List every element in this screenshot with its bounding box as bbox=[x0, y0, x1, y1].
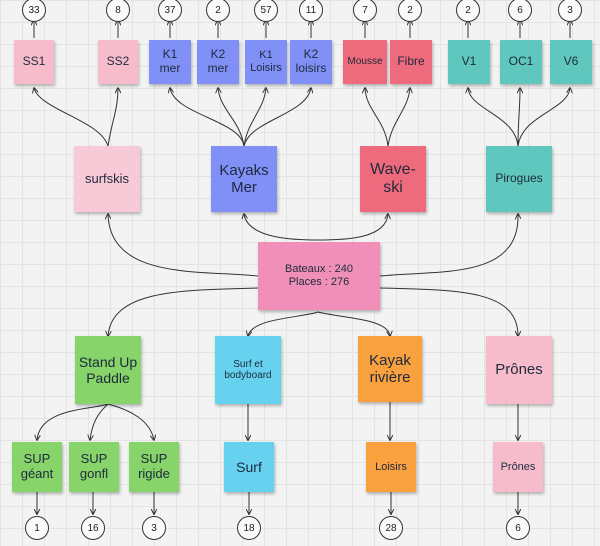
category-kayaks-mer[interactable]: Kayaks Mer bbox=[211, 146, 277, 212]
summary-note[interactable]: Bateaux : 240 Places : 276 bbox=[258, 242, 380, 310]
count-k1-loisirs: 57 bbox=[254, 0, 278, 22]
category-sup[interactable]: Stand Up Paddle bbox=[75, 336, 141, 404]
count-surf: 18 bbox=[237, 516, 261, 540]
note-oc1[interactable]: OC1 bbox=[500, 40, 542, 84]
category-pirogues[interactable]: Pirogues bbox=[486, 146, 552, 212]
count-sup-geant: 1 bbox=[25, 516, 49, 540]
category-waveski[interactable]: Wave-ski bbox=[360, 146, 426, 212]
note-sup-gonfl[interactable]: SUP gonfl bbox=[69, 442, 119, 492]
count-loisirs: 28 bbox=[379, 516, 403, 540]
note-k2-loisirs[interactable]: K2 loisirs bbox=[290, 40, 332, 84]
count-ss1: 33 bbox=[22, 0, 46, 22]
category-surfskis[interactable]: surfskis bbox=[74, 146, 140, 212]
category-surf-bodyboard[interactable]: Surf et bodyboard bbox=[215, 336, 281, 404]
note-mousse[interactable]: Mousse bbox=[343, 40, 387, 84]
note-ss1[interactable]: SS1 bbox=[14, 40, 54, 84]
count-ss2: 8 bbox=[106, 0, 130, 22]
note-sup-rigide[interactable]: SUP rigide bbox=[129, 442, 179, 492]
count-prones: 6 bbox=[506, 516, 530, 540]
count-v6: 3 bbox=[558, 0, 582, 22]
note-prones-item[interactable]: Prônes bbox=[493, 442, 543, 492]
count-sup-gonfl: 16 bbox=[81, 516, 105, 540]
summary-places: Places : 276 bbox=[288, 276, 350, 288]
count-k1-mer: 37 bbox=[158, 0, 182, 22]
note-ss2[interactable]: SS2 bbox=[98, 40, 138, 84]
note-sup-geant[interactable]: SUP géant bbox=[12, 442, 62, 492]
category-kayak-riviere[interactable]: Kayak rivière bbox=[358, 336, 422, 402]
note-surf[interactable]: Surf bbox=[224, 442, 274, 492]
count-mousse: 7 bbox=[353, 0, 377, 22]
count-v1: 2 bbox=[456, 0, 480, 22]
note-loisirs[interactable]: Loisirs bbox=[366, 442, 416, 492]
summary-boats: Bateaux : 240 bbox=[285, 263, 353, 276]
note-fibre[interactable]: Fibre bbox=[390, 40, 432, 84]
note-k2-mer[interactable]: K2 mer bbox=[197, 40, 239, 84]
count-sup-rigide: 3 bbox=[142, 516, 166, 540]
count-oc1: 6 bbox=[508, 0, 532, 22]
note-v1[interactable]: V1 bbox=[448, 40, 490, 84]
note-k1-mer[interactable]: K1 mer bbox=[149, 40, 191, 84]
category-prones[interactable]: Prônes bbox=[486, 336, 552, 404]
count-k2-loisirs: 11 bbox=[299, 0, 323, 22]
note-v6[interactable]: V6 bbox=[550, 40, 592, 84]
count-fibre: 2 bbox=[398, 0, 422, 22]
note-k1-loisirs[interactable]: K1 Loisirs bbox=[245, 40, 287, 84]
count-k2-mer: 2 bbox=[206, 0, 230, 22]
